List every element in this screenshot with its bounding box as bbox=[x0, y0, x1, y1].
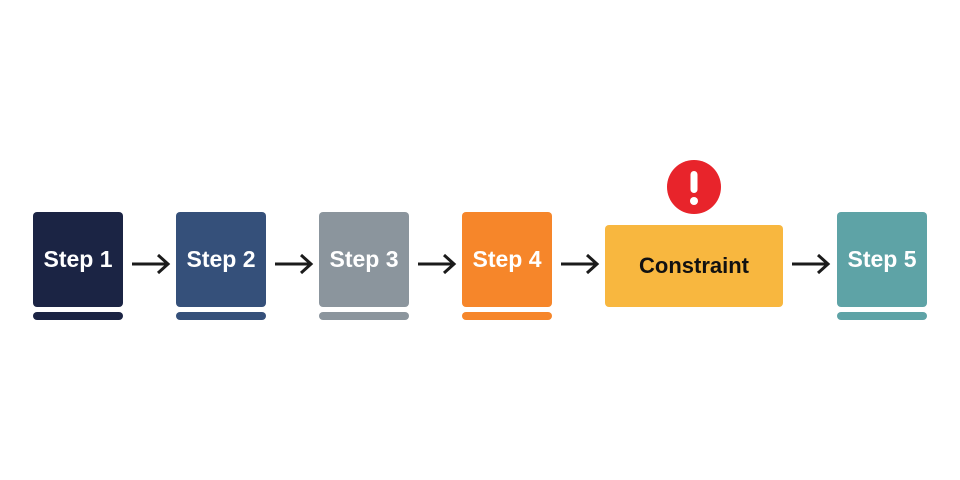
arrow-2-icon bbox=[275, 253, 314, 275]
step-1-box: Step 1 bbox=[33, 212, 123, 307]
step-5-box: Step 5 bbox=[837, 212, 927, 307]
arrow-3-icon bbox=[418, 253, 457, 275]
step-3-box: Step 3 bbox=[319, 212, 409, 307]
step-1-label: Step 1 bbox=[43, 246, 113, 272]
exclamation-icon bbox=[667, 160, 721, 214]
constraint-label: Constraint bbox=[639, 253, 749, 278]
arrow-4-icon bbox=[561, 253, 600, 275]
step-4-box: Step 4 bbox=[462, 212, 552, 307]
step-5-label: Step 5 bbox=[847, 246, 917, 272]
step-1-underline bbox=[33, 312, 123, 320]
arrow-5-icon bbox=[792, 253, 831, 275]
step-2-label: Step 2 bbox=[186, 246, 256, 272]
step-3-underline bbox=[319, 312, 409, 320]
step-4-label: Step 4 bbox=[472, 246, 542, 272]
step-2-box: Step 2 bbox=[176, 212, 266, 307]
step-2-underline bbox=[176, 312, 266, 320]
step-5-underline bbox=[837, 312, 927, 320]
arrow-1-icon bbox=[132, 253, 171, 275]
step-3-label: Step 3 bbox=[329, 246, 399, 272]
constraint-box: Constraint bbox=[605, 225, 783, 307]
step-4-underline bbox=[462, 312, 552, 320]
